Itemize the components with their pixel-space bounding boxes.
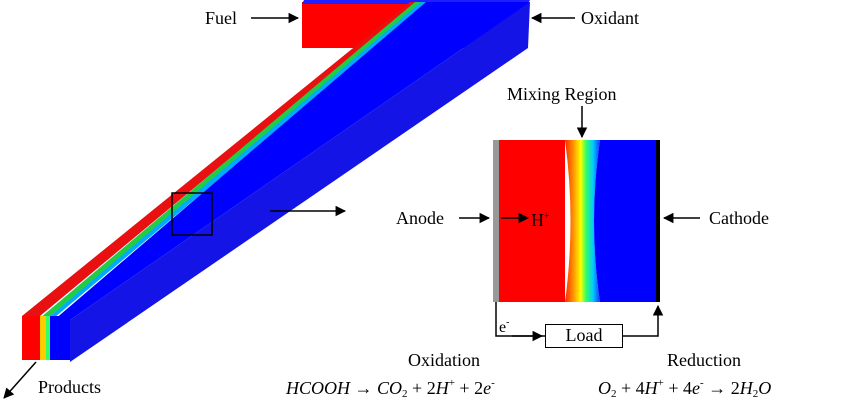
reduction-equation: O2 + 4H+ + 4e- → 2H2O	[598, 377, 772, 400]
fuel-label: Fuel	[205, 8, 238, 28]
oxidation-equation: HCOOH → CO2 + 2H+ + 2e-	[286, 377, 495, 400]
zoom-window	[171, 192, 213, 236]
mixing-region-label: Mixing Region	[507, 84, 617, 104]
channel-oxidant-stream	[54, 2, 530, 320]
reduction-label: Reduction	[667, 350, 741, 370]
cathode-label: Cathode	[709, 208, 769, 228]
load-label: Load	[565, 325, 603, 345]
channel-side-face	[70, 2, 530, 362]
oxidant-label: Oxidant	[581, 8, 639, 28]
oxidation-label: Oxidation	[408, 350, 480, 370]
mixing-region-band	[565, 140, 600, 302]
cross-section-panel	[493, 140, 660, 302]
load-box: Load	[545, 324, 623, 348]
outlet-cross-section	[22, 316, 70, 360]
anode-electrode	[493, 140, 499, 302]
cathode-electrode	[656, 140, 660, 302]
electron-label: e-	[499, 317, 510, 336]
products-label: Products	[38, 377, 101, 397]
products-arrow	[3, 361, 37, 399]
cathode-oxidant-region	[594, 140, 656, 302]
anode-fuel-region	[499, 140, 565, 302]
anode-label: Anode	[396, 208, 444, 228]
mixing-channel	[22, 2, 530, 362]
proton-label: H+	[531, 210, 550, 230]
channel-fuel-stream	[22, 2, 418, 316]
